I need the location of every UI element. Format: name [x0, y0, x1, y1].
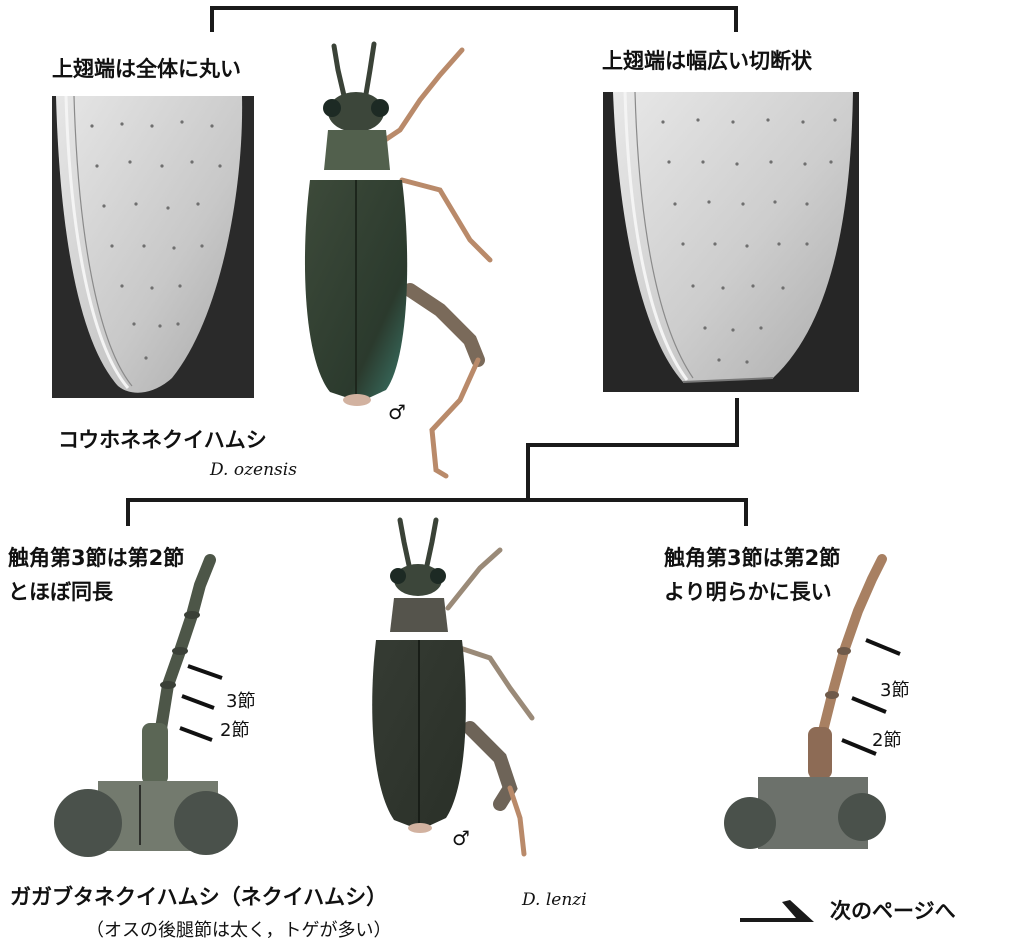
sem-truncate-elytral-apex-image [603, 92, 859, 392]
arrow-right-icon [738, 896, 818, 926]
second-bracket-horizontal [126, 498, 748, 502]
species-ozensis-japanese-name: コウホネネクイハムシ [58, 427, 267, 453]
species-lenzi-japanese-name: ガガブタネクイハムシ（ネクイハムシ） [10, 884, 387, 910]
sem-rounded-elytral-apex-image [52, 96, 254, 398]
male-symbol-ozensis: ♂ [388, 400, 406, 424]
top-bracket-left-drop [210, 6, 214, 32]
male-symbol-lenzi: ♂ [452, 826, 470, 850]
connector-vertical-2 [526, 443, 530, 501]
top-bracket-horizontal [210, 6, 738, 10]
second-bracket-right-drop [744, 498, 748, 526]
second-bracket-left-drop [126, 498, 130, 526]
connector-vertical-1 [735, 398, 739, 446]
label-segment3-right: 3節 [880, 676, 909, 702]
label-segment3-left: 3節 [226, 687, 255, 713]
species-ozensis-scientific-name: D. ozensis [210, 460, 297, 480]
next-page-link[interactable]: 次のページへ [738, 890, 1008, 934]
species-lenzi-note: （オスの後腿節は太く，トゲが多い） [86, 916, 391, 942]
label-segment2-left: 2節 [220, 716, 249, 742]
label-segment2-right: 2節 [872, 726, 901, 752]
top-bracket-right-drop [734, 6, 738, 32]
species-lenzi-scientific-name: D. lenzi [522, 890, 587, 910]
beetle-lenzi-photo [360, 518, 550, 858]
heading-rounded-elytra: 上翅端は全体に丸い [52, 56, 241, 82]
next-page-label: 次のページへ [830, 898, 956, 924]
connector-horizontal-1 [526, 443, 739, 447]
heading-truncate-elytra: 上翅端は幅広い切断状 [602, 48, 812, 74]
